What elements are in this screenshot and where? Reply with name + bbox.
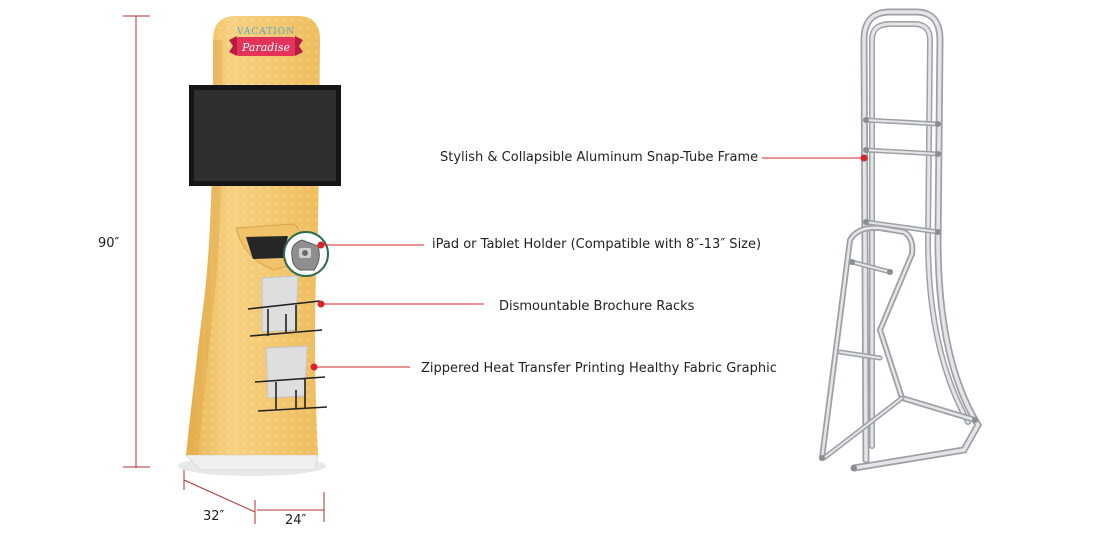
logo-line1: VACATION bbox=[236, 27, 295, 37]
vacation-paradise-logo: VACATION Paradise bbox=[229, 27, 303, 56]
aluminum-frame-illustration bbox=[819, 8, 983, 472]
callout-leaders-left bbox=[310, 241, 484, 371]
tv-monitor bbox=[189, 85, 341, 186]
width-label: 24″ bbox=[285, 513, 307, 528]
fabric-graphic-callout: Zippered Heat Transfer Printing Healthy … bbox=[421, 361, 777, 376]
width-dimension bbox=[257, 492, 325, 522]
height-dimension bbox=[123, 15, 150, 468]
tablet bbox=[246, 236, 288, 259]
callout-leader-frame bbox=[762, 154, 868, 162]
depth-label: 32″ bbox=[203, 509, 225, 524]
tablet-holder-zoom bbox=[283, 231, 329, 277]
brochure-rack-lower bbox=[254, 345, 328, 412]
logo-line2: Paradise bbox=[241, 41, 290, 54]
frame-callout: Stylish & Collapsible Aluminum Snap-Tube… bbox=[440, 150, 759, 165]
tablet-holder-callout: iPad or Tablet Holder (Compatible with 8… bbox=[432, 237, 762, 252]
height-label: 90″ bbox=[98, 236, 120, 251]
depth-dimension bbox=[183, 468, 256, 524]
brochure-racks-callout: Dismountable Brochure Racks bbox=[499, 299, 695, 314]
kiosk-illustration: VACATION Paradise bbox=[178, 16, 341, 476]
brochure-rack-upper bbox=[247, 275, 323, 337]
